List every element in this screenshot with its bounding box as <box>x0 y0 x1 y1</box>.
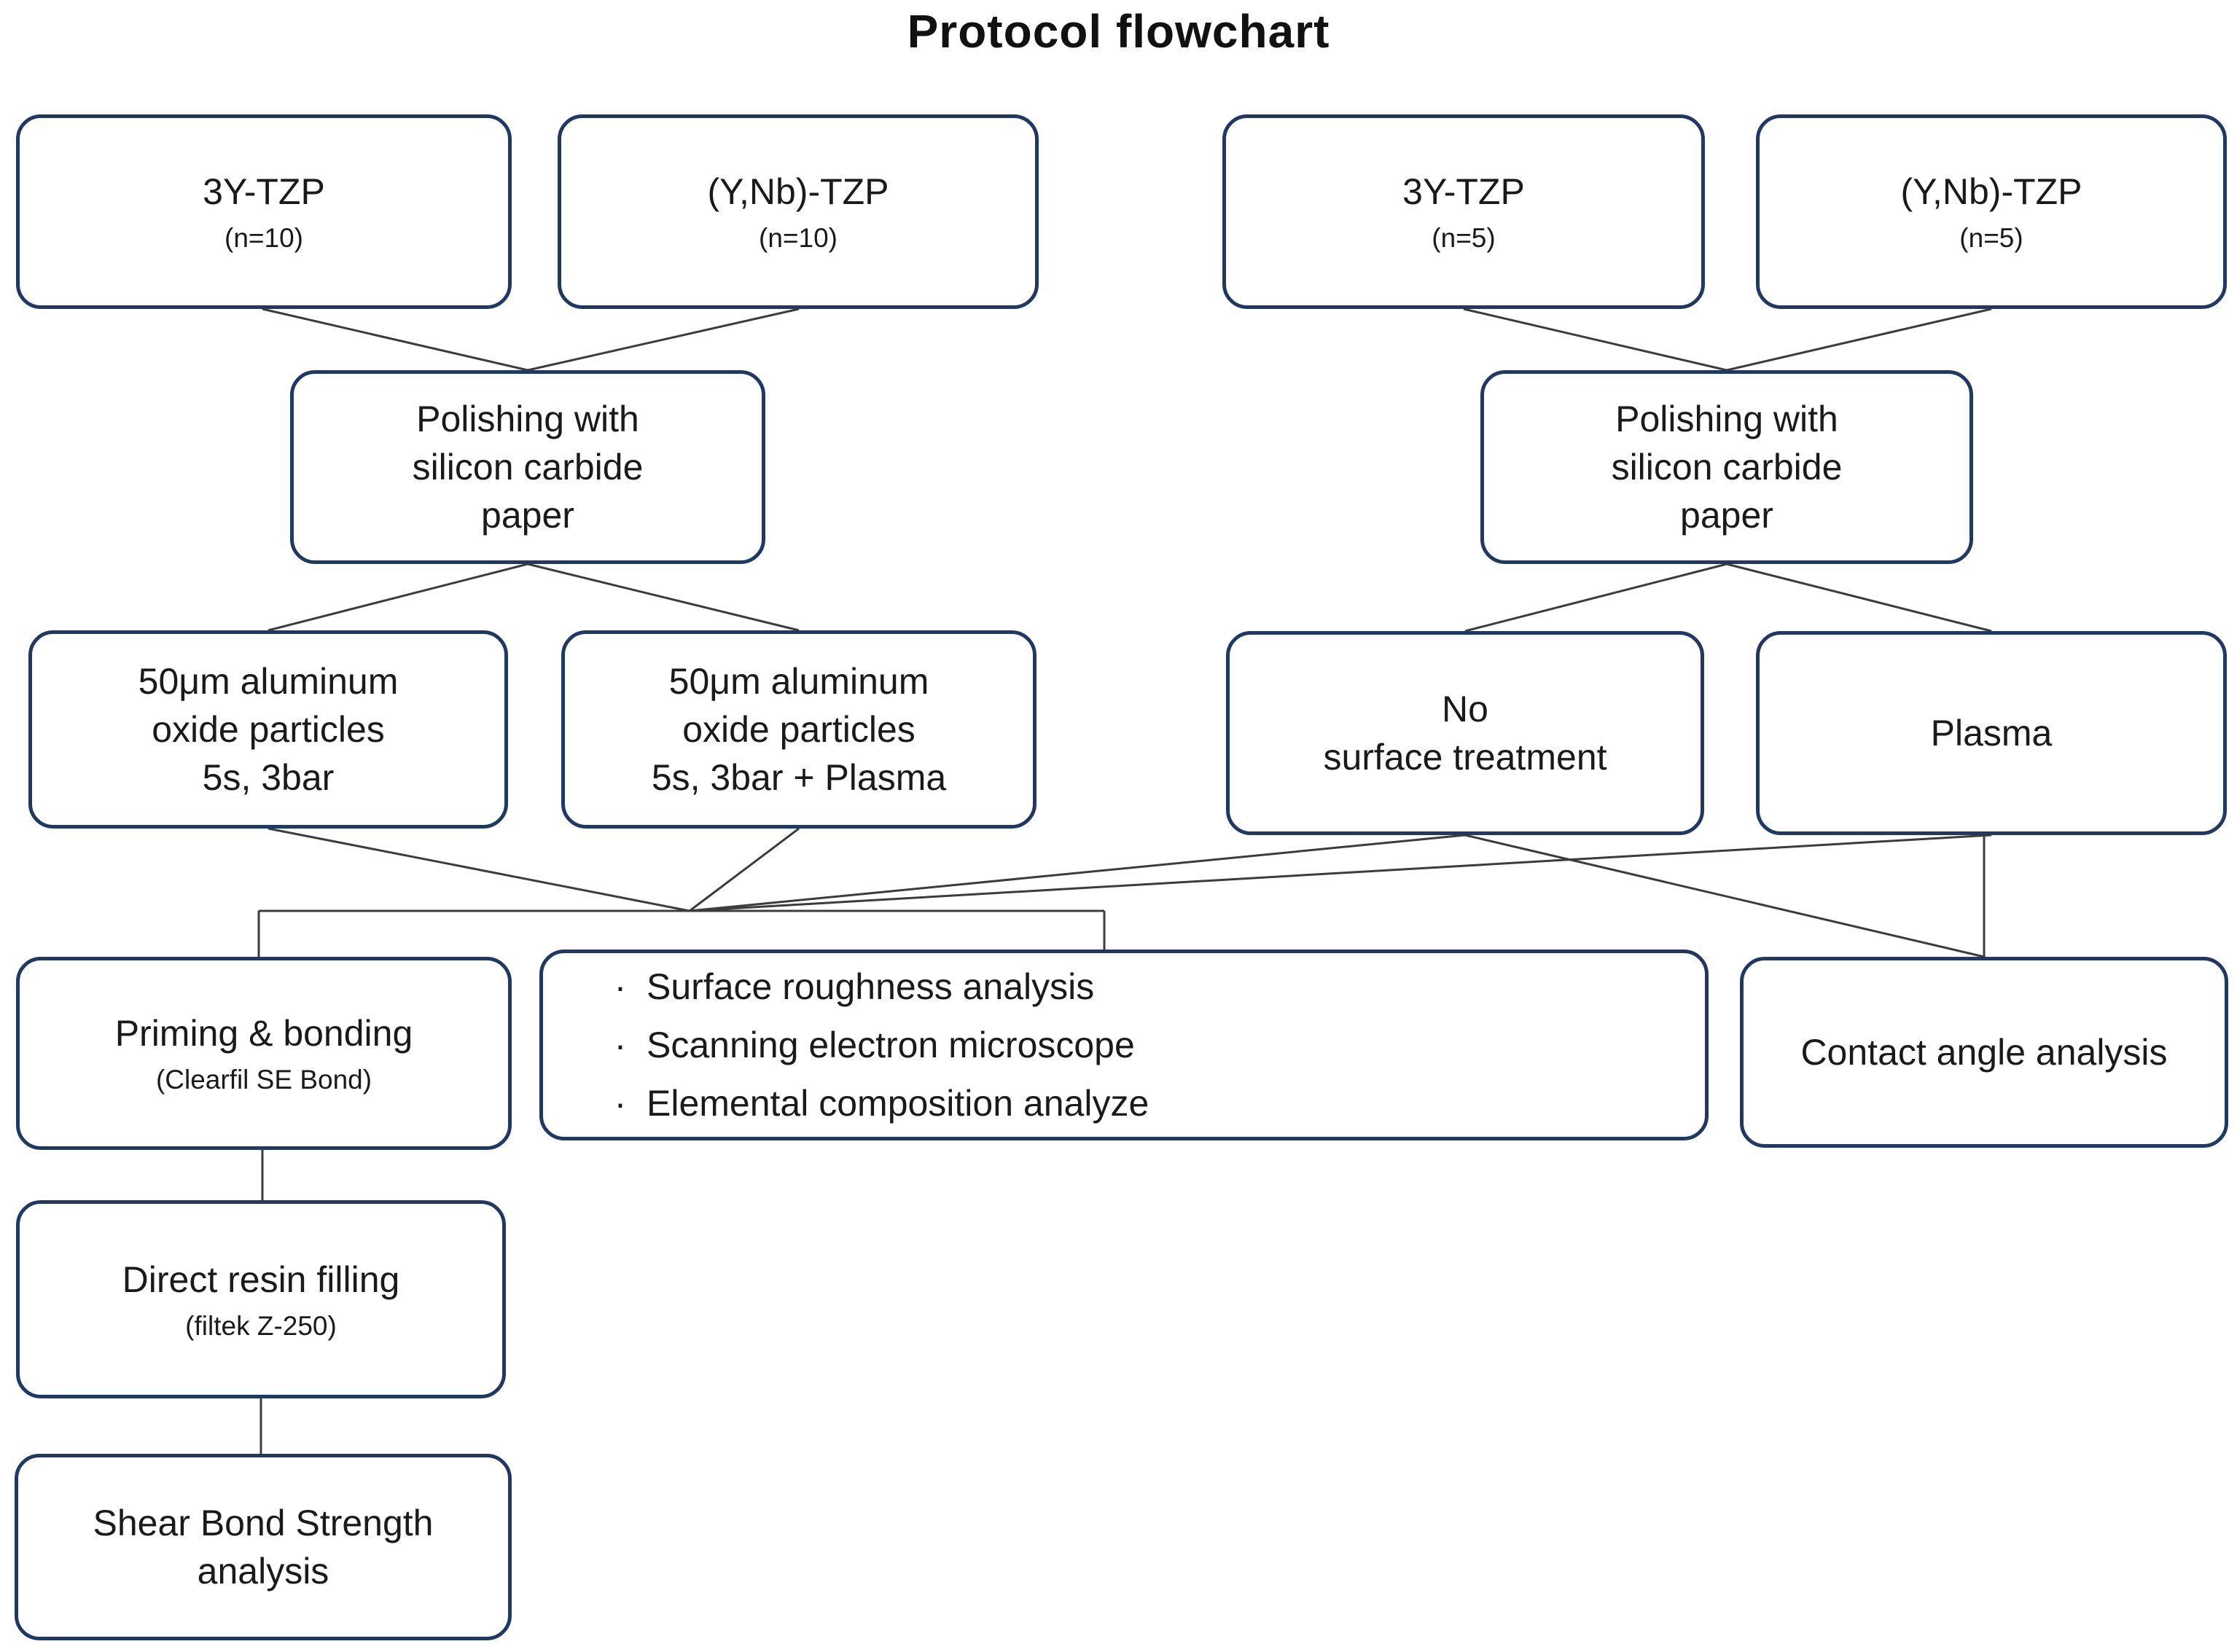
node-label: No surface treatment <box>1323 689 1607 778</box>
node-polishing-left: Polishing with silicon carbide paper <box>290 370 765 564</box>
node-sublabel: (n=10) <box>759 223 838 254</box>
node-label: Direct resin filling <box>122 1258 400 1300</box>
connector-no-treatment-to-contact-angle <box>1464 834 1985 958</box>
node-label: Shear Bond Strength analysis <box>93 1503 434 1592</box>
node-label: Plasma <box>1930 713 2053 753</box>
page-title: Protocol flowchart <box>907 5 1330 58</box>
connector-tzp5-to-polishing-right <box>1463 308 1727 372</box>
list-item: · Surface roughness analysis <box>594 968 1676 1005</box>
bullet-icon: · <box>614 966 627 1007</box>
node-priming-bonding: Priming & bonding (Clearfil SE Bond) <box>16 957 512 1150</box>
node-sublabel: (filtek Z-250) <box>185 1310 337 1341</box>
connector-no-treatment-to-junction <box>689 834 1466 912</box>
node-label: (Y,Nb)-TZP <box>707 171 889 213</box>
node-sublabel: (Clearfil SE Bond) <box>155 1065 372 1095</box>
node-aluminum-oxide-plasma: 50μm aluminum oxide particles 5s, 3bar +… <box>561 630 1036 829</box>
connector-alumina-to-junction <box>268 827 690 912</box>
node-3y-tzp-n5: 3Y-TZP (n=5) <box>1222 114 1705 309</box>
node-label: 50μm aluminum oxide particles 5s, 3bar +… <box>651 661 947 798</box>
connector-polishing-left-to-alumina-plasma <box>527 563 800 632</box>
node-label: Polishing with silicon carbide paper <box>1611 399 1843 536</box>
node-sublabel: (n=5) <box>1432 223 1496 254</box>
node-aluminum-oxide: 50μm aluminum oxide particles 5s, 3bar <box>28 630 508 829</box>
connector-tzp10-to-polishing-left <box>262 308 528 372</box>
list-item: · Scanning electron microscope <box>594 1027 1676 1063</box>
list-item-text: Surface roughness analysis <box>647 966 1095 1007</box>
node-plasma: Plasma <box>1756 631 2227 835</box>
connector-ynbtzp10-to-polishing-left <box>527 308 800 372</box>
node-sublabel: (n=10) <box>225 223 303 254</box>
node-label: Polishing with silicon carbide paper <box>412 399 644 536</box>
node-shear-bond-strength: Shear Bond Strength analysis <box>15 1454 512 1640</box>
connector-polishing-right-to-plasma <box>1726 563 1992 633</box>
node-label: 3Y-TZP <box>1402 171 1525 213</box>
node-label: Priming & bonding <box>114 1013 413 1054</box>
node-surface-analysis-list: · Surface roughness analysis · Scanning … <box>539 950 1709 1140</box>
node-ynb-tzp-n5: (Y,Nb)-TZP (n=5) <box>1756 114 2227 309</box>
connector-alumina-plasma-to-junction <box>689 827 800 912</box>
node-label: Contact angle analysis <box>1800 1032 2168 1073</box>
node-no-surface-treatment: No surface treatment <box>1226 631 1704 835</box>
node-label: 50μm aluminum oxide particles 5s, 3bar <box>138 661 399 798</box>
bullet-icon: · <box>614 1083 627 1124</box>
node-ynb-tzp-n10: (Y,Nb)-TZP (n=10) <box>558 114 1039 309</box>
node-direct-resin-filling: Direct resin filling (filtek Z-250) <box>16 1200 506 1398</box>
node-label: (Y,Nb)-TZP <box>1900 171 2082 213</box>
list-item: · Elemental composition analyze <box>594 1085 1676 1121</box>
node-label: 3Y-TZP <box>203 171 325 213</box>
connector-plasma-to-junction <box>689 834 1992 912</box>
node-sublabel: (n=5) <box>1959 223 2023 254</box>
list-item-text: Scanning electron microscope <box>647 1025 1135 1065</box>
connector-polishing-left-to-alumina <box>268 563 528 632</box>
node-polishing-right: Polishing with silicon carbide paper <box>1480 370 1973 564</box>
connector-ynbtzp5-to-polishing-right <box>1726 308 1992 372</box>
node-3y-tzp-n10: 3Y-TZP (n=10) <box>16 114 512 309</box>
node-contact-angle-analysis: Contact angle analysis <box>1740 957 2228 1148</box>
bullet-icon: · <box>614 1025 627 1065</box>
connector-polishing-right-to-no-treatment <box>1464 563 1727 633</box>
list-item-text: Elemental composition analyze <box>647 1083 1149 1124</box>
